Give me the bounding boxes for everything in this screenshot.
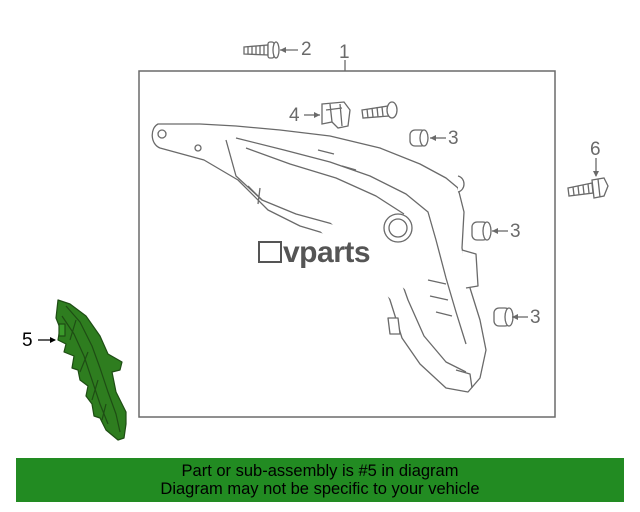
callout-5: 5: [22, 330, 33, 351]
callout-3c: 3: [530, 307, 541, 328]
grommet-part-3a: [409, 129, 429, 147]
assembly-frame: [138, 70, 556, 418]
callout-3b: 3: [510, 221, 521, 242]
watermark-logo: vparts: [258, 236, 371, 269]
bolt-part-6: [567, 177, 609, 199]
banner-line-1: Part or sub-assembly is #5 in diagram: [181, 462, 459, 480]
callout-1: 1: [339, 42, 350, 63]
callout-3a: 3: [448, 128, 459, 149]
bolt-part-2: [243, 41, 280, 59]
info-banner: Part or sub-assembly is #5 in diagram Di…: [16, 458, 624, 502]
callout-4: 4: [289, 105, 300, 126]
grommet-part-3b: [471, 221, 492, 241]
watermark-text: vparts: [283, 236, 371, 269]
banner-line-2: Diagram may not be specific to your vehi…: [160, 480, 480, 498]
callout-2: 2: [301, 39, 312, 60]
watermark-mark-icon: [258, 241, 282, 263]
clip-part-4: [321, 101, 351, 129]
grommet-part-3c: [493, 307, 514, 327]
grille-trim-part-5: [55, 299, 127, 441]
screw-part: [361, 101, 398, 119]
callout-6: 6: [590, 139, 601, 160]
lamp-housing-part-1: [151, 123, 487, 393]
